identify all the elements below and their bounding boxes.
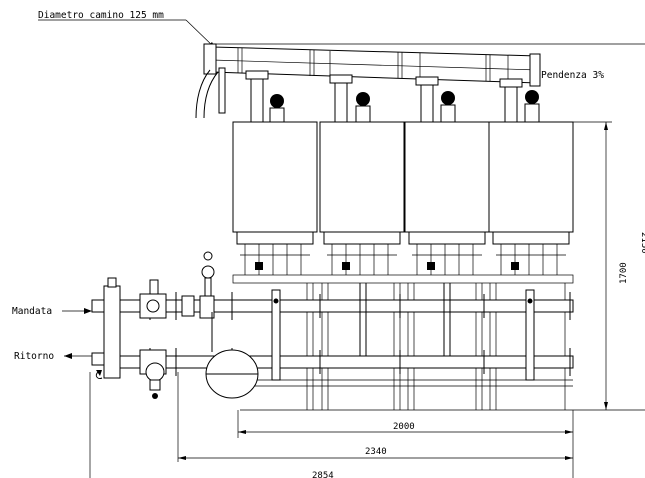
supply-label: Mandata (12, 306, 52, 317)
pump-group (139, 251, 215, 399)
dim-2000-label: 2000 (393, 422, 415, 432)
support-frame (232, 274, 574, 411)
slope-label: Pendenza 3% (541, 70, 604, 81)
dimension-2000: 2000 (237, 410, 574, 438)
boiler-3 (404, 76, 490, 275)
supply-label-group: Mandata (12, 306, 92, 317)
return-label: Ritorno (14, 351, 54, 362)
flue-diameter-label: Diametro camino 125 mm (38, 10, 164, 21)
return-label-group: Ritorno (14, 351, 92, 362)
dim-2340-label: 2340 (365, 447, 387, 457)
expansion-vessel (205, 312, 259, 399)
boiler-connections (271, 283, 535, 381)
dim-1700-label: 1700 (619, 262, 629, 284)
return-manifold (117, 348, 574, 376)
dimension-1700: 1700 (573, 121, 645, 411)
dimension-2150: 2150 (639, 232, 645, 254)
boiler-1 (232, 70, 318, 275)
boiler-2 (319, 74, 405, 275)
dim-2854-label: 2854 (312, 471, 334, 478)
dimension-2340: 2340 (177, 372, 574, 462)
boiler-4 (488, 78, 574, 275)
hydraulic-separator (91, 277, 121, 379)
dim-2150-label: 2150 (639, 232, 645, 254)
dimension-2854: 2854 (89, 372, 574, 478)
flue-pipe: Diametro camino 125 mm Pendenza 3% (38, 10, 645, 119)
